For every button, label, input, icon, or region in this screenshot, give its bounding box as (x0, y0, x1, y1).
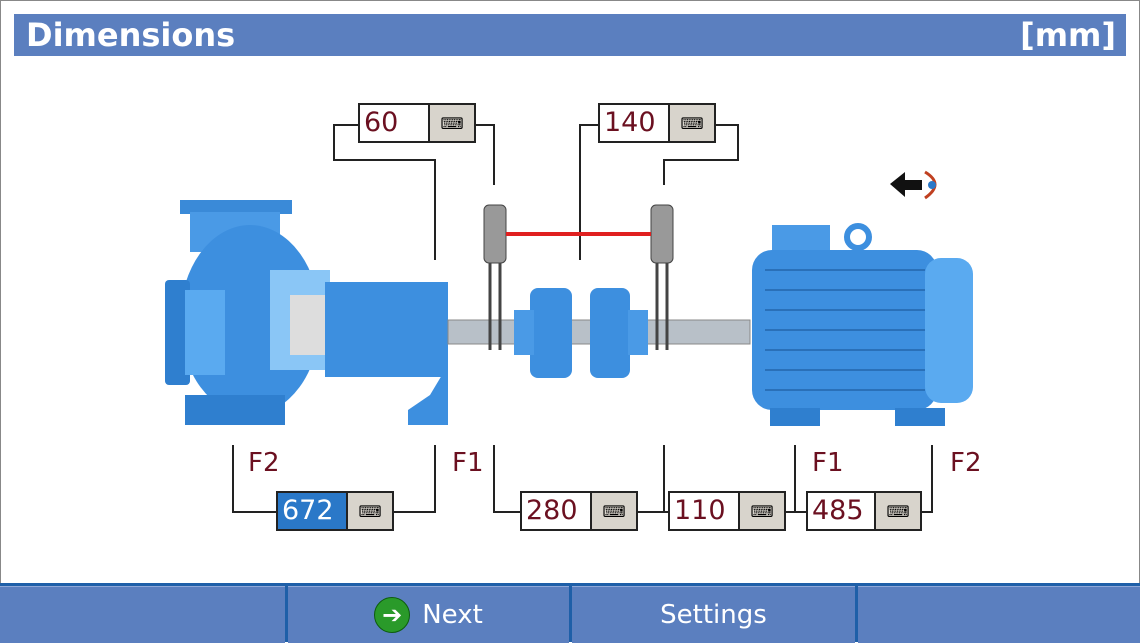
dimension-input-top-right[interactable]: 140 ⌨ (598, 103, 716, 143)
next-button[interactable]: ➔ Next (288, 586, 569, 643)
keyboard-icon[interactable]: ⌨ (428, 105, 474, 141)
keyboard-icon[interactable]: ⌨ (668, 105, 714, 141)
dimension-lines (232, 124, 933, 513)
value[interactable]: 110 (674, 495, 726, 526)
empty-button-2[interactable] (858, 586, 1140, 643)
value[interactable]: 280 (526, 495, 578, 526)
unit-label: [mm] (1020, 16, 1116, 54)
dimension-input-top-left[interactable]: 60 ⌨ (358, 103, 476, 143)
pump-icon (165, 200, 448, 425)
keyboard-icon[interactable]: ⌨ (590, 493, 636, 529)
label-pump-f2: F2 (248, 448, 280, 478)
title-bar: Dimensions [mm] (14, 14, 1126, 56)
keyboard-icon[interactable]: ⌨ (874, 493, 920, 529)
dimension-input-pump-feet[interactable]: 672⌨ (276, 491, 394, 531)
sensor-brackets (483, 204, 674, 350)
label-motor-f1: F1 (812, 448, 844, 478)
empty-button-1[interactable] (0, 586, 285, 643)
settings-button[interactable]: Settings (572, 586, 855, 643)
value[interactable]: 672 (278, 493, 346, 529)
dimension-input-coupling-span[interactable]: 110 ⌨ (668, 491, 786, 531)
arrow-right-icon: ➔ (374, 597, 411, 633)
motor-icon (752, 223, 973, 426)
view-direction-icon (890, 170, 937, 200)
dimension-input-pump-to-coupling[interactable]: 280 ⌨ (520, 491, 638, 531)
dimension-input-motor-front[interactable]: 485 ⌨ (806, 491, 922, 531)
keyboard-icon[interactable]: ⌨ (738, 493, 784, 529)
label-motor-f2: F2 (950, 448, 982, 478)
label-pump-f1: F1 (452, 448, 484, 478)
keyboard-icon[interactable]: ⌨ (346, 493, 392, 529)
coupling (514, 288, 648, 378)
value[interactable]: 60 (364, 107, 399, 138)
value[interactable]: 140 (604, 107, 656, 138)
next-label: Next (422, 600, 483, 630)
page-title: Dimensions (26, 16, 236, 54)
value[interactable]: 485 (812, 495, 864, 526)
bottom-toolbar: ➔ Next Settings (0, 583, 1140, 643)
settings-label: Settings (660, 600, 767, 630)
